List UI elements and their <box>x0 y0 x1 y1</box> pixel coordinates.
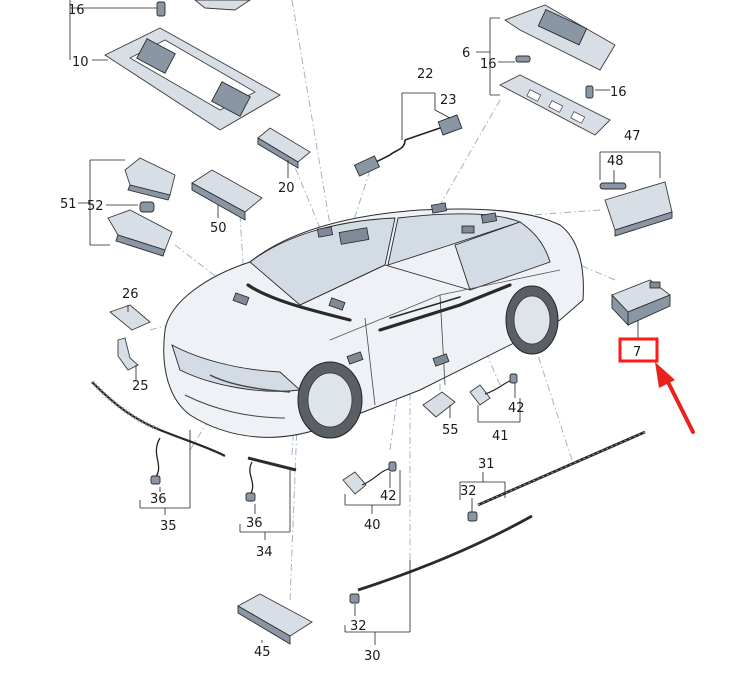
part-label: 40 <box>364 518 381 533</box>
part-41-lamp <box>469 373 518 406</box>
part-label: 36 <box>246 516 263 531</box>
highlight-box <box>618 337 659 363</box>
part-26-bracket <box>109 304 151 331</box>
part-label: 26 <box>122 287 139 302</box>
car-front-wheel <box>297 361 363 439</box>
part-52-bulb <box>139 201 155 213</box>
part-55-lamp <box>422 391 456 418</box>
part-label: 47 <box>624 129 641 144</box>
part-36-cable-left <box>150 437 161 485</box>
part-label: 41 <box>492 429 509 444</box>
part-34-strip <box>247 456 297 472</box>
part-16-bulbs-right <box>515 55 594 99</box>
part-31-strip <box>467 430 646 522</box>
car-rear-wheel <box>505 285 559 355</box>
part-30-strip <box>349 514 533 604</box>
part-label: 55 <box>442 423 459 438</box>
part-label: 42 <box>380 489 397 504</box>
part-22-harness <box>353 114 463 177</box>
part-label: 45 <box>254 645 271 660</box>
part-label: 23 <box>440 93 457 108</box>
part-label: 52 <box>87 199 104 214</box>
part-label: 32 <box>350 619 367 634</box>
part-50-module <box>191 169 263 221</box>
car-light-strips <box>246 283 512 332</box>
part-label: 16 <box>68 3 85 18</box>
part-label: 36 <box>150 492 167 507</box>
part-label: 30 <box>364 649 381 664</box>
part-7-lamp <box>611 279 671 327</box>
car-outline <box>163 208 584 438</box>
part-label: 16 <box>480 57 497 72</box>
part-label: 6 <box>462 46 470 61</box>
part-label: 20 <box>278 181 295 196</box>
part-label: 22 <box>417 67 434 82</box>
part-36-cable-right <box>245 461 256 502</box>
part-6-reading-lamp <box>499 4 616 136</box>
part-label: 42 <box>508 401 525 416</box>
part-label: 51 <box>60 197 77 212</box>
part-16-bulb-top <box>156 1 166 17</box>
part-35-strip <box>90 380 226 457</box>
car-lamp-markers <box>232 202 498 367</box>
part-label: 50 <box>210 221 227 236</box>
part-label: 32 <box>460 484 477 499</box>
part-label: 25 <box>132 379 149 394</box>
part-48-bulb <box>599 182 627 190</box>
highlighted-part-label: 7 <box>633 345 641 360</box>
label-leaders <box>69 0 661 645</box>
part-label: 10 <box>72 55 89 70</box>
part-47-lamp <box>604 181 673 237</box>
part-label: 35 <box>160 519 177 534</box>
part-label: 34 <box>256 545 273 560</box>
part-label: 16 <box>610 85 627 100</box>
part-51-lamp-base <box>107 209 173 257</box>
part-label: 31 <box>478 457 495 472</box>
red-arrow-icon <box>655 362 695 434</box>
part-labels: 16 10 22 23 6 16 16 47 48 51 52 20 50 26… <box>60 3 659 664</box>
part-51-lamp-housing <box>124 157 176 201</box>
part-25-bracket <box>117 337 139 371</box>
part-label: 48 <box>607 154 624 169</box>
part-45-module <box>237 593 313 645</box>
part-10-roof-console <box>104 0 281 131</box>
part-40-lamp <box>342 461 397 495</box>
part-20-module <box>257 127 311 169</box>
